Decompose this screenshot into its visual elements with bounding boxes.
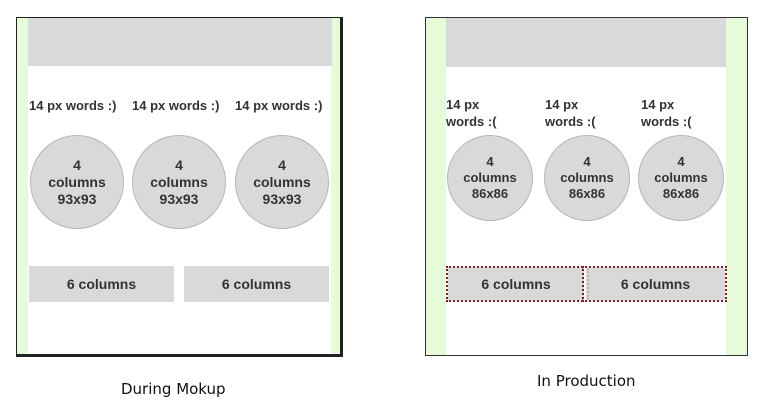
production-left-gutter <box>426 18 446 355</box>
production-bars-gap <box>587 268 589 300</box>
production-caption: In Production <box>537 372 636 390</box>
mockup-bar-2: 6 columns <box>184 266 329 302</box>
production-bars-divider <box>582 266 584 302</box>
mockup-right-gutter <box>331 18 340 354</box>
mockup-header-bar <box>28 18 332 66</box>
production-header-bar <box>446 18 726 67</box>
production-bar-1: 6 columns <box>448 268 584 300</box>
mockup-caption: During Mokup <box>121 380 226 398</box>
mockup-bar-1: 6 columns <box>29 266 174 302</box>
mockup-words-3: 14 px words :) <box>235 98 323 113</box>
mockup-left-gutter <box>17 18 28 354</box>
production-bar-2: 6 columns <box>586 268 725 300</box>
production-right-gutter <box>726 18 747 355</box>
mockup-words-2: 14 px words :) <box>132 98 220 113</box>
mockup-words-1: 14 px words :) <box>29 98 117 113</box>
production-bars-outline <box>446 266 727 302</box>
mockup-panel: 14 px words :) 14 px words :) 14 px word… <box>16 17 343 357</box>
